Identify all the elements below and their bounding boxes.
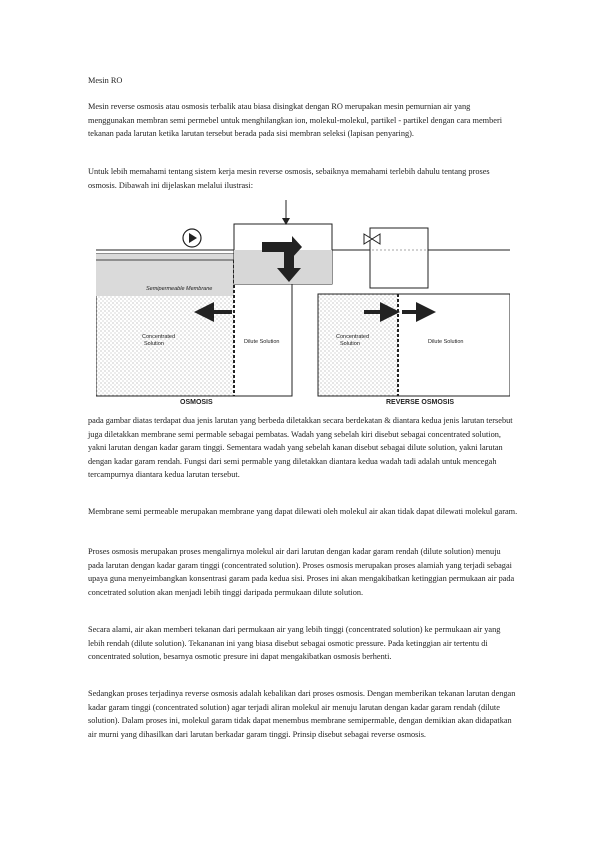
flow-arrow-head-down xyxy=(277,268,301,282)
paragraph-osmotic-pressure: Secara alami, air akan memberi tekanan d… xyxy=(88,625,501,662)
left-concentrated-label-1: Concentrated xyxy=(142,334,175,340)
flow-arrow-horizontal xyxy=(262,242,292,252)
reverse-osmosis-caption: REVERSE OSMOSIS xyxy=(386,399,454,406)
paragraph-osmosis-process: Proses osmosis merupakan proses mengalir… xyxy=(88,547,515,597)
valve-icon xyxy=(363,233,373,245)
membrane-label: Semipermeable Membrane xyxy=(146,286,212,292)
right-concentrated-label-2: Solution xyxy=(340,341,360,347)
paragraph-osmosis-intro: Untuk lebih memahami tentang sistem kerj… xyxy=(88,167,490,190)
osmosis-flow-arrow xyxy=(194,302,232,322)
left-dilute-label: Dilute Solution xyxy=(244,339,279,345)
flow-arrow-vertical xyxy=(284,246,294,268)
reverse-osmosis-flow-arrow-out xyxy=(402,302,436,322)
paragraph-intro: Mesin reverse osmosis atau osmosis terba… xyxy=(88,102,503,139)
right-concentrated-label-1: Concentrated xyxy=(336,334,369,340)
left-concentrated-label-2: Solution xyxy=(144,341,164,347)
osmosis-caption: OSMOSIS xyxy=(180,399,213,406)
reverse-osmosis-flow-arrow xyxy=(364,302,400,322)
vessel-water xyxy=(234,250,332,284)
paragraph-reverse-osmosis: Sedangkan proses terjadinya reverse osmo… xyxy=(88,689,516,739)
flow-arrow-head-right xyxy=(292,236,302,258)
paragraph-figure-explanation: pada gambar diatas terdapat dua jenis la… xyxy=(88,416,513,480)
pressure-arrow-head xyxy=(282,218,290,225)
pump-arrow-icon xyxy=(189,233,197,243)
right-dilute-label: Dilute Solution xyxy=(428,339,463,345)
valve-icon-right xyxy=(371,233,381,245)
document-title: Mesin RO xyxy=(88,76,123,85)
paragraph-membrane: Membrane semi permeable merupakan membra… xyxy=(88,507,518,516)
osmosis-illustration: Semipermeable Membrane Concentrated Solu… xyxy=(96,200,510,406)
concentrated-water-raised xyxy=(96,254,234,296)
